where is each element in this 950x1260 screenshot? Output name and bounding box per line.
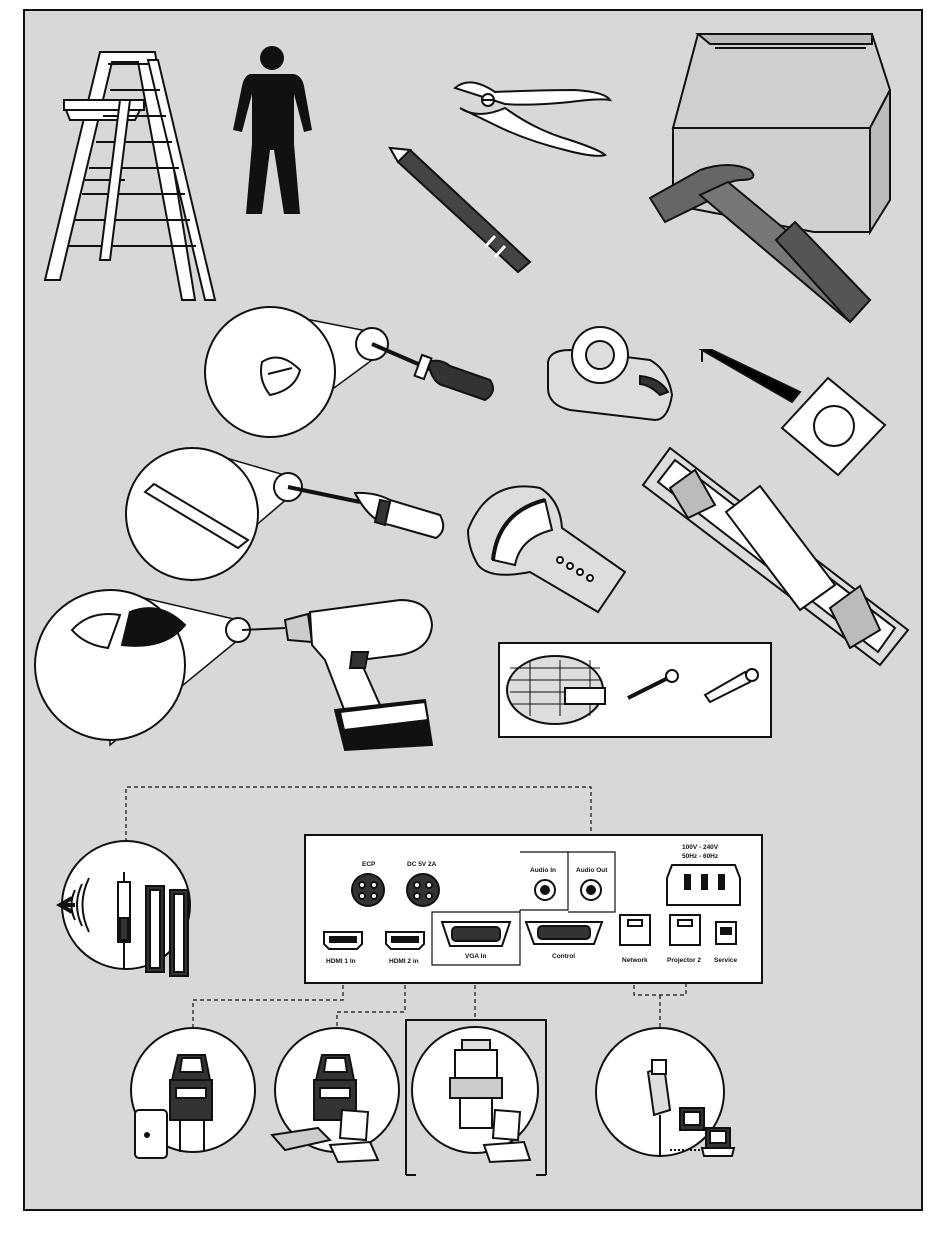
dc-label: DC 5V 2A [407,861,437,868]
connection-panel: ECP DC 5V 2A Audio In Audio Out 100V - 2… [305,835,762,983]
dc-port-icon [407,874,439,906]
hdmi2-label: HDMI 2 in [389,958,419,965]
ecp-port-icon [352,874,384,906]
hdmi1-label: HDMI 1 In [326,958,356,965]
control-label: Control [552,953,575,960]
power-frequency-label: 50Hz - 60Hz [682,853,719,860]
audio-in-jack-icon [535,880,555,900]
projector2-label: Projector 2 [667,957,701,964]
service-label: Service [714,957,738,964]
service-port-icon [716,922,736,944]
ecp-label: ECP [362,861,376,868]
audio-out-label: Audio Out [576,867,608,874]
audio-out-jack-icon [581,880,601,900]
hdmi1-port-icon [324,932,362,949]
network-label: Network [622,957,648,964]
control-port-icon [526,922,602,944]
projector2-port-icon [670,915,700,945]
hdmi2-port-icon [386,932,424,949]
power-voltage-label: 100V - 240V [682,844,719,851]
vga-port-icon [442,922,510,946]
vga-label: VGA In [465,953,486,960]
audio-in-label: Audio In [530,867,556,874]
network-port-icon [620,915,650,945]
wall-anchors-and-screws-icon [499,643,771,737]
power-inlet-icon [667,865,740,905]
